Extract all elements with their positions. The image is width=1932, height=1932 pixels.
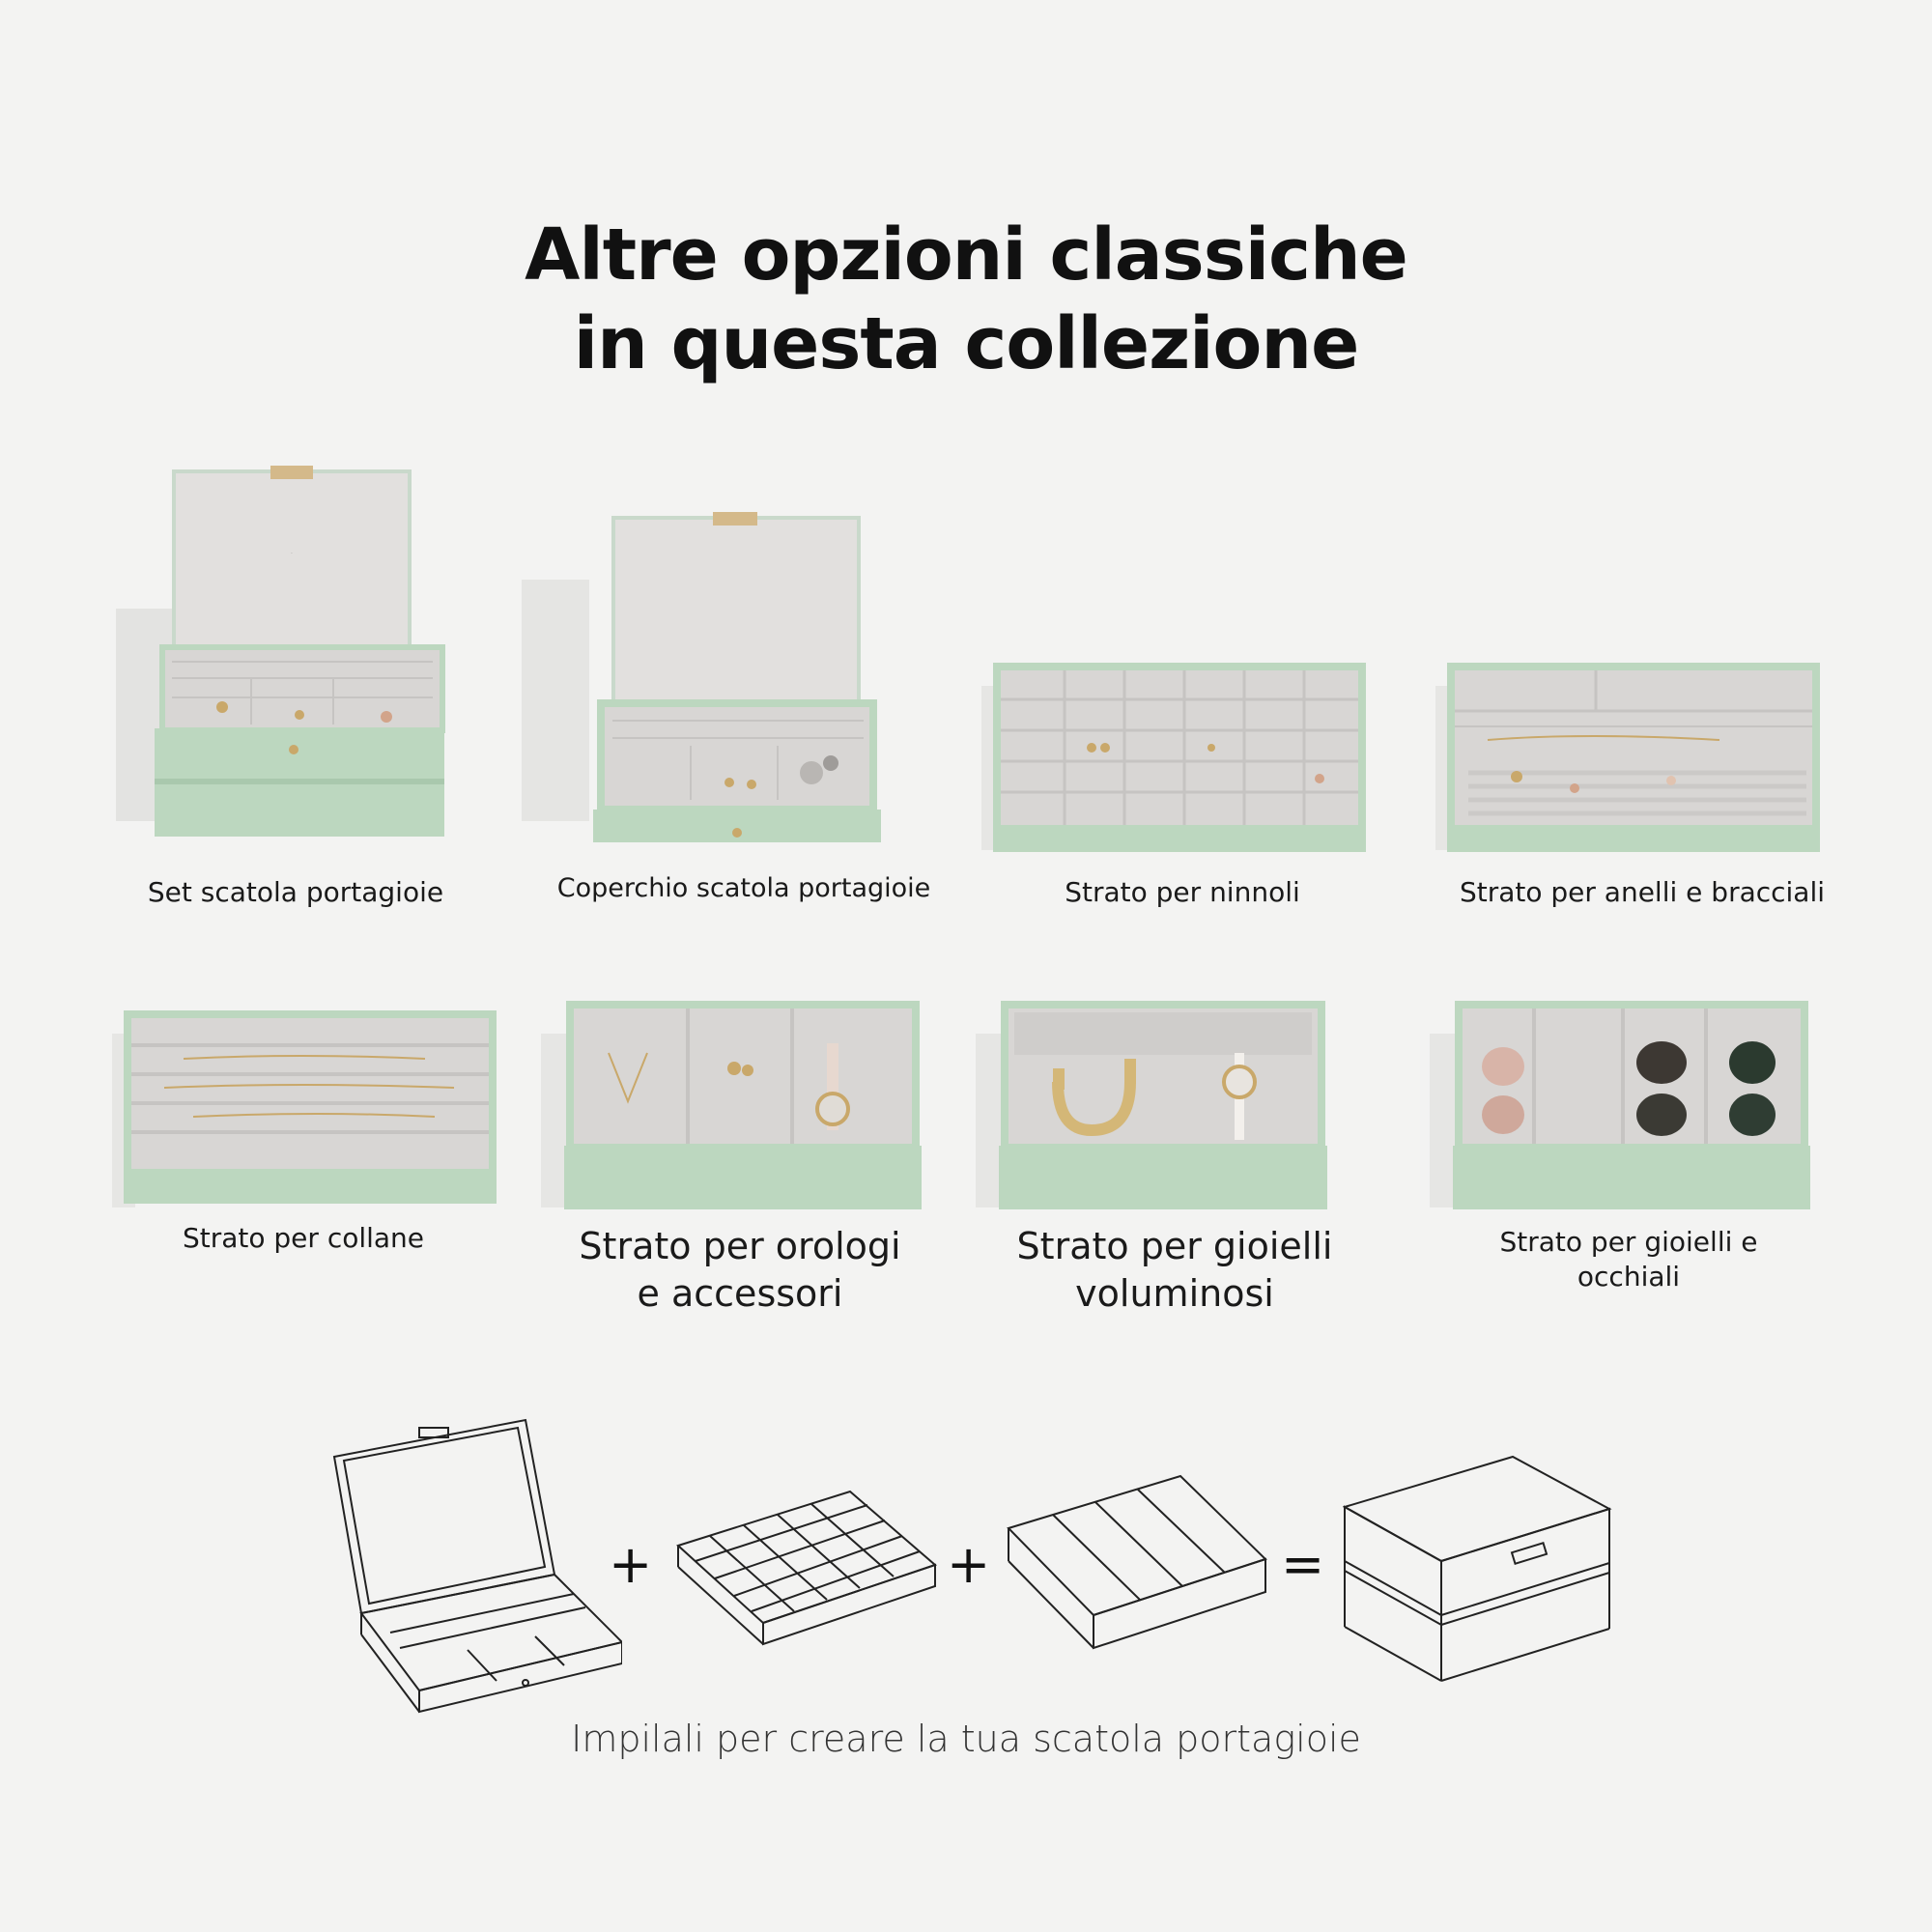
plus-sign-1: + [609, 1534, 653, 1595]
product-label-jewellery-box-set: Set scatola portagioie [147, 876, 444, 908]
product-grid: · Set scatola portagioie [97, 454, 1845, 1316]
necklace-layer-image [112, 1010, 497, 1208]
product-card-trinket-layer[interactable] [966, 657, 1391, 860]
product-label-sunglasses-layer: Strato per gioielli e occhiali [1499, 1226, 1758, 1293]
product-label-trinket-layer: Strato per ninnoli [1065, 876, 1300, 908]
diagram-caption: Impilali per creare la tua scatola porta… [571, 1718, 1361, 1760]
equals-sign: = [1281, 1534, 1325, 1595]
product-card-jewellery-box-set[interactable]: · [97, 454, 522, 860]
product-card-watch-accessory-layer[interactable] [531, 995, 956, 1217]
watch-accessory-layer-image [541, 1001, 922, 1209]
jewellery-box-lid-image [522, 512, 881, 842]
stacking-diagram: + + = [319, 1410, 1613, 1729]
product-label-watch-accessory-layer: Strato per orologi e accessori [579, 1225, 901, 1316]
trinket-layer-image [981, 663, 1366, 852]
product-card-necklace-layer[interactable] [97, 1005, 522, 1217]
sunglasses-layer-image [1430, 1001, 1810, 1209]
ring-bracelet-layer-image [1435, 663, 1820, 852]
product-label-ring-bracelet-layer: Strato per anelli e bracciali [1459, 876, 1826, 908]
product-card-sunglasses-layer[interactable] [1420, 995, 1845, 1217]
jewellery-box-set-image: · [116, 466, 445, 837]
outline-compartment-tray-icon [1007, 1474, 1267, 1650]
title-line-1: Altre opzioni classiche [525, 213, 1408, 297]
outline-stacked-box-icon [1343, 1455, 1612, 1682]
product-card-jewellery-box-lid[interactable] [522, 502, 947, 860]
product-label-large-jewellery-layer: Strato per gioielli voluminosi [1016, 1225, 1333, 1316]
large-jewellery-layer-image [976, 1001, 1327, 1209]
page-title: Altre opzioni classiche in questa collez… [0, 211, 1932, 388]
svg-text:·: · [291, 551, 293, 557]
plus-sign-2: + [947, 1534, 991, 1595]
product-card-large-jewellery-layer[interactable] [966, 995, 1391, 1217]
outline-open-box-icon [332, 1418, 622, 1714]
product-card-ring-bracelet-layer[interactable] [1420, 657, 1845, 860]
title-line-2: in questa collezione [573, 301, 1360, 385]
product-label-necklace-layer: Strato per collane [182, 1222, 425, 1254]
product-label-jewellery-box-lid: Coperchio scatola portagioie [556, 873, 931, 903]
outline-grid-tray-icon [676, 1490, 937, 1646]
